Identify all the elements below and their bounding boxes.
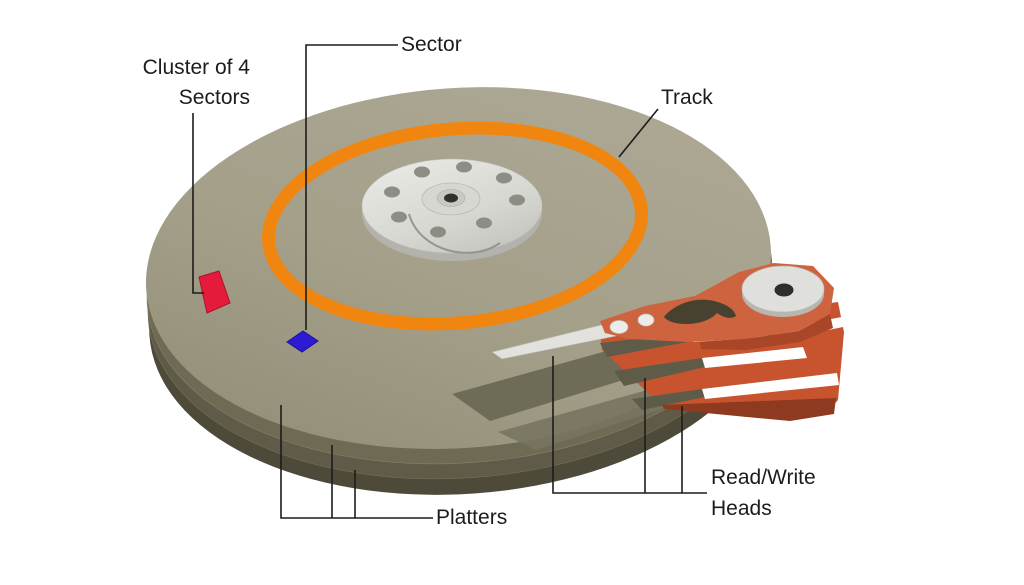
hub-screw-holes <box>384 161 525 238</box>
hub <box>361 158 543 261</box>
track-ring <box>262 121 648 331</box>
arm-gap-3-shaded <box>632 389 705 410</box>
actuator-assembly <box>452 263 844 450</box>
arm-gap-3 <box>702 373 839 399</box>
track-leader-line <box>618 108 659 158</box>
actuator-base-shadow <box>662 398 836 421</box>
arm-screw-1 <box>609 320 629 334</box>
cluster-label-line2: Sectors <box>178 86 250 109</box>
sector-marker <box>286 330 319 353</box>
platters-label: Platters <box>436 506 508 529</box>
platters-leader-line-1 <box>280 405 433 519</box>
arm-gap-2 <box>702 347 807 368</box>
cluster-leader-line <box>192 113 204 294</box>
heads-label-line2: Heads <box>711 497 772 520</box>
actuator-cutout <box>664 299 736 324</box>
cluster-of-4-sectors-label: Cluster of 4 Sectors <box>110 53 250 113</box>
sector-label: Sector <box>401 33 462 56</box>
heads-label-line1: Read/Write <box>711 466 816 489</box>
head-needle <box>491 321 617 360</box>
cluster-marker <box>198 270 231 314</box>
sector-leader-line <box>305 44 398 330</box>
spindle-hole <box>444 193 458 203</box>
arm-shadow-1 <box>452 350 646 421</box>
track-label: Track <box>661 86 713 109</box>
pivot-hole <box>774 283 794 297</box>
arm-gap-2-shaded <box>614 358 705 386</box>
actuator-top-arm-edge <box>700 314 833 350</box>
heads-leader-line-1 <box>552 356 707 494</box>
arm-shadow-2 <box>498 388 677 450</box>
hub-crescent-groove <box>408 213 501 254</box>
read-write-heads-label: Read/Write Heads <box>711 462 816 524</box>
arm-screw-2 <box>637 313 655 327</box>
cluster-label-line1: Cluster of 4 <box>142 56 250 79</box>
leader-lines <box>192 44 707 519</box>
